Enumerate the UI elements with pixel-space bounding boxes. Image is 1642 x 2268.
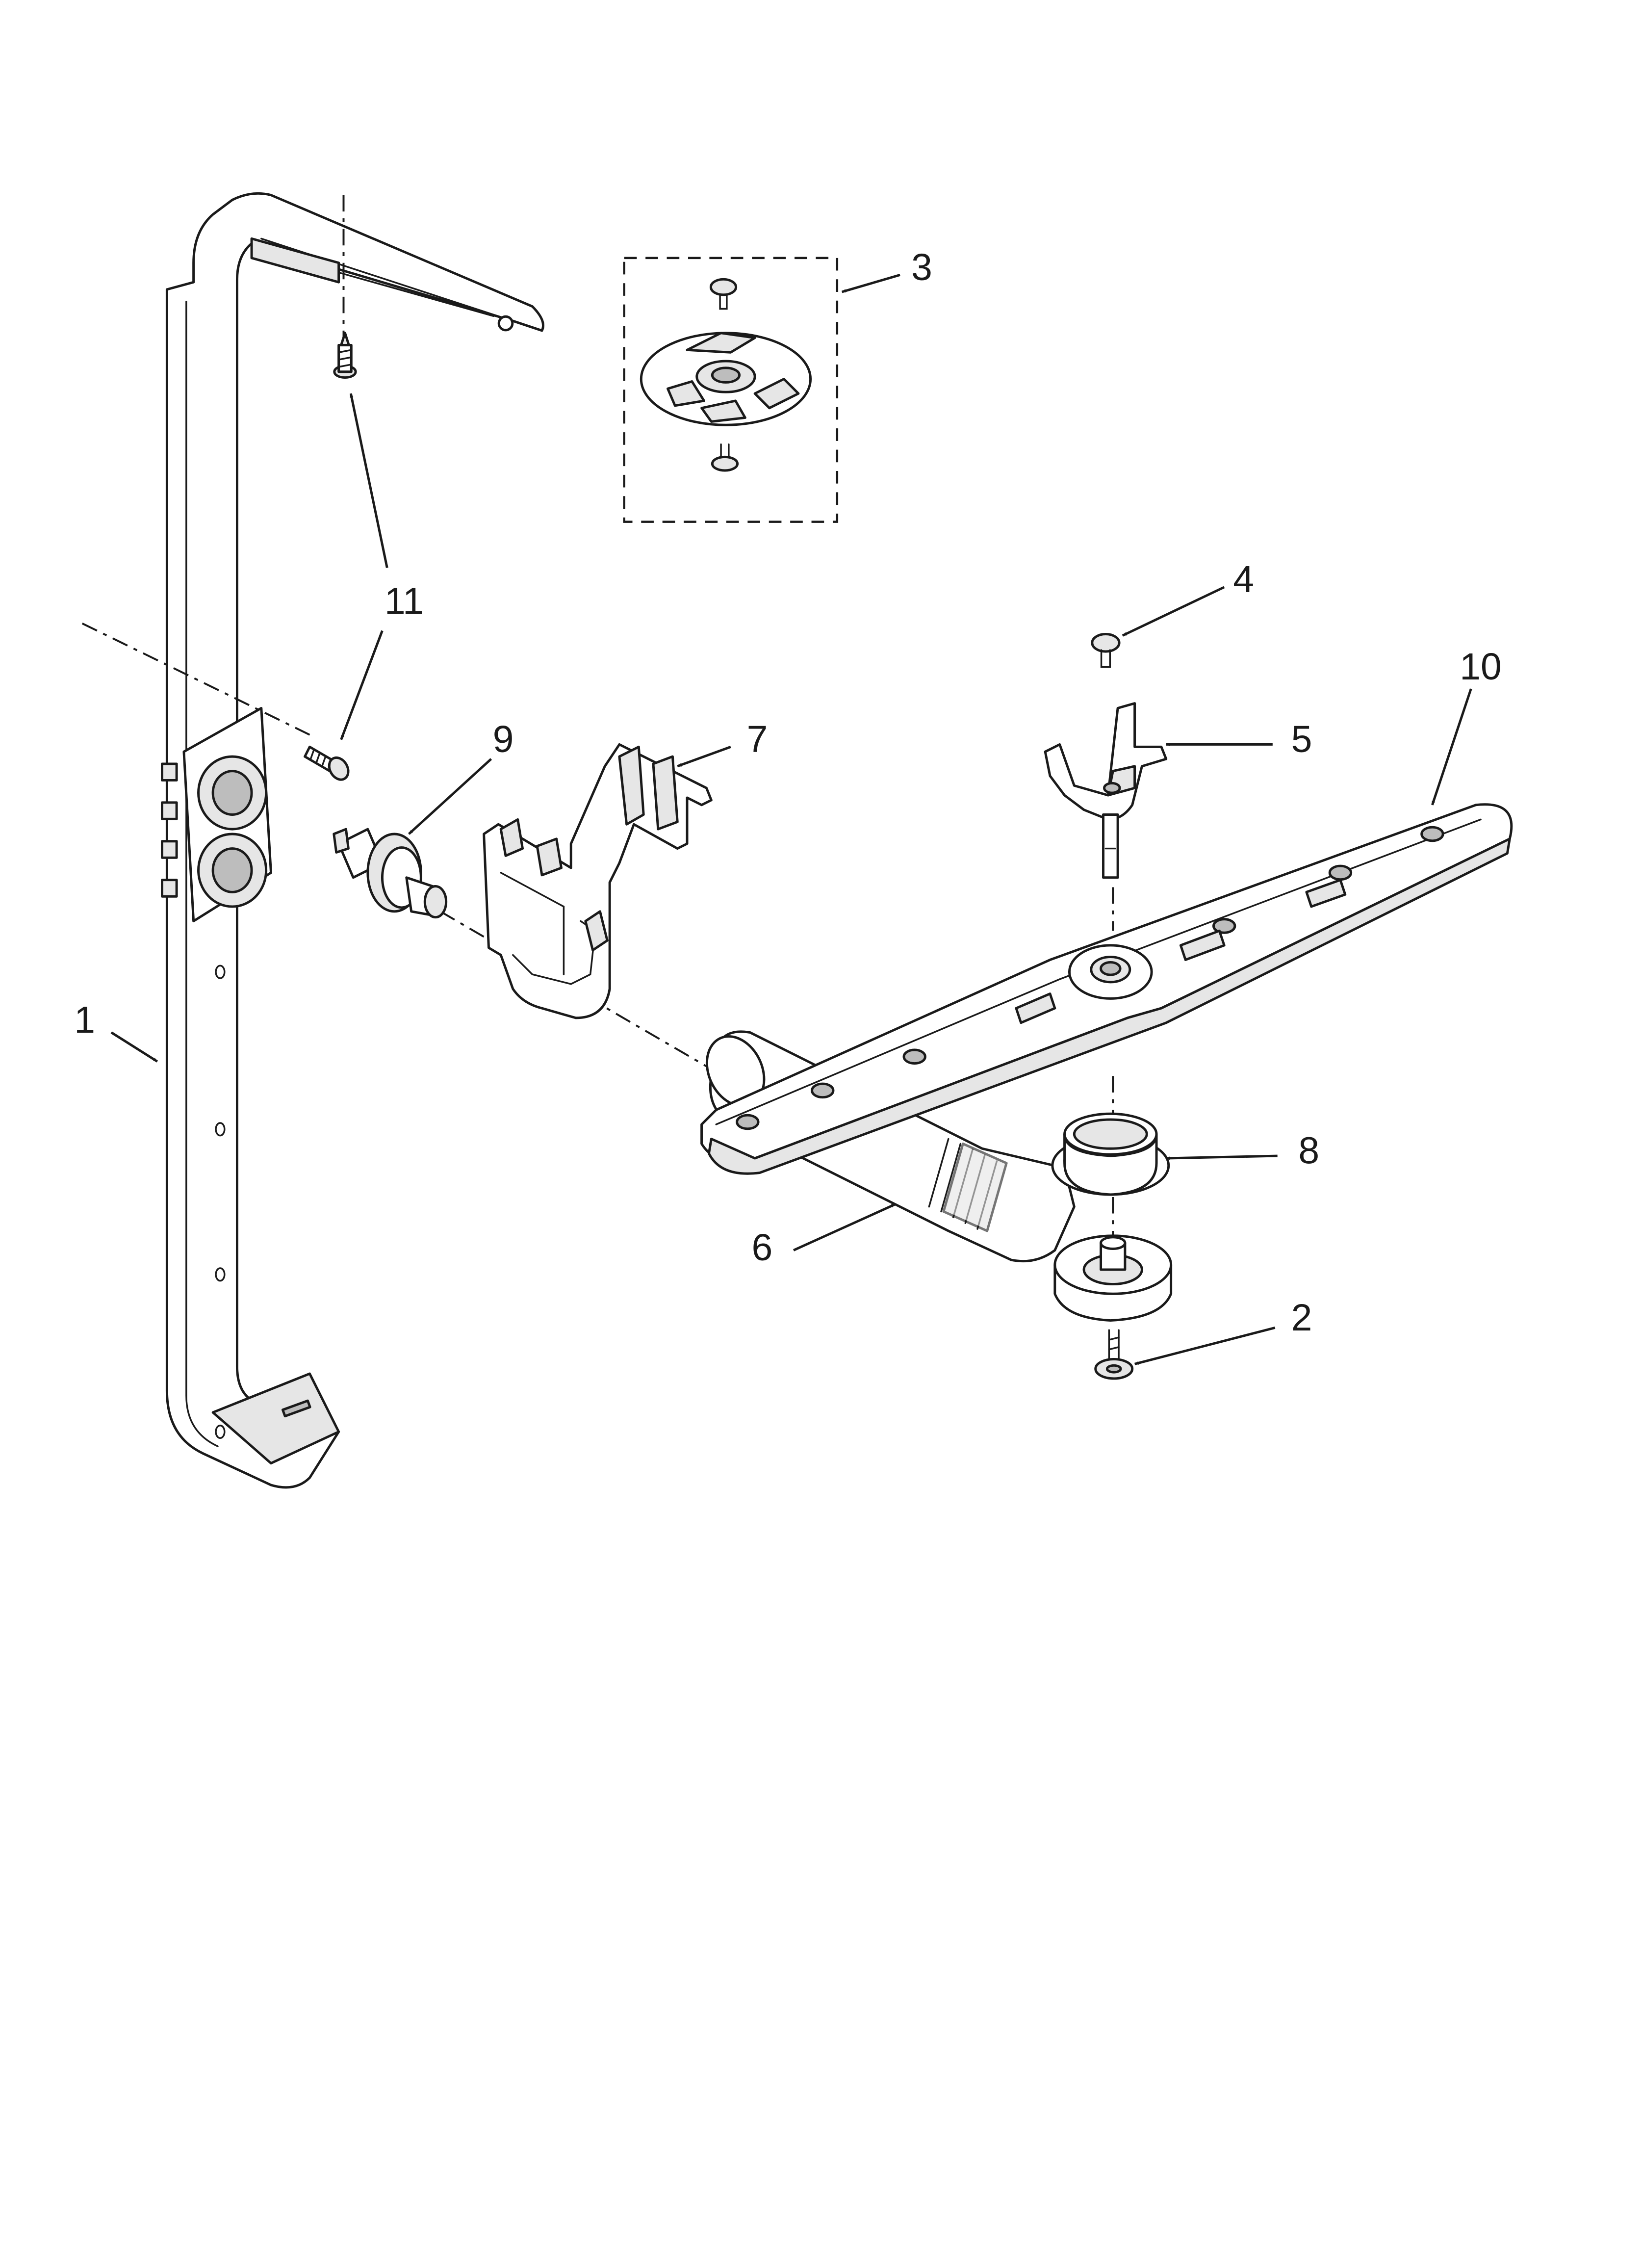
leader-2 xyxy=(1134,1326,1276,1365)
callout-1: 1 xyxy=(74,999,95,1041)
leader-11-lower xyxy=(340,630,384,740)
leader-10 xyxy=(1431,688,1472,806)
leader-9 xyxy=(408,758,492,835)
leader-11-upper xyxy=(349,393,388,568)
part-2-screw xyxy=(1094,1329,1134,1380)
part-9-plug-valve xyxy=(333,828,448,919)
part-8-bearing-ring xyxy=(1051,1112,1170,1196)
callout-8: 8 xyxy=(1298,1129,1319,1172)
callout-5: 5 xyxy=(1291,718,1312,760)
leader-8 xyxy=(1165,1154,1278,1160)
part-11-screw-lower xyxy=(304,745,350,781)
part-1-supply-tube xyxy=(161,192,544,1489)
leader-1 xyxy=(110,1031,158,1063)
leader-7 xyxy=(677,746,731,768)
part-3-wash-hub-assembly xyxy=(623,257,839,523)
callout-9: 9 xyxy=(493,718,514,760)
leader-4 xyxy=(1122,586,1225,637)
leader-6 xyxy=(793,1203,896,1251)
callout-7: 7 xyxy=(747,718,768,760)
callout-3: 3 xyxy=(911,246,932,288)
callout-6: 6 xyxy=(752,1226,773,1269)
callout-2: 2 xyxy=(1291,1297,1312,1339)
axis-line-horizontal xyxy=(81,623,707,1068)
part-7-mounting-bracket xyxy=(483,743,713,1019)
callout-4: 4 xyxy=(1233,558,1254,600)
lower-spray-hub xyxy=(1053,1234,1173,1322)
part-5-spray-arm-spindle xyxy=(1044,702,1168,879)
callout-10: 10 xyxy=(1460,646,1502,688)
callout-11: 11 xyxy=(385,580,424,623)
part-10-lower-spray-arm xyxy=(700,803,1513,1175)
leader-3 xyxy=(841,274,900,293)
part-4-screw xyxy=(1091,633,1121,668)
part-11-screw-upper xyxy=(333,332,357,379)
